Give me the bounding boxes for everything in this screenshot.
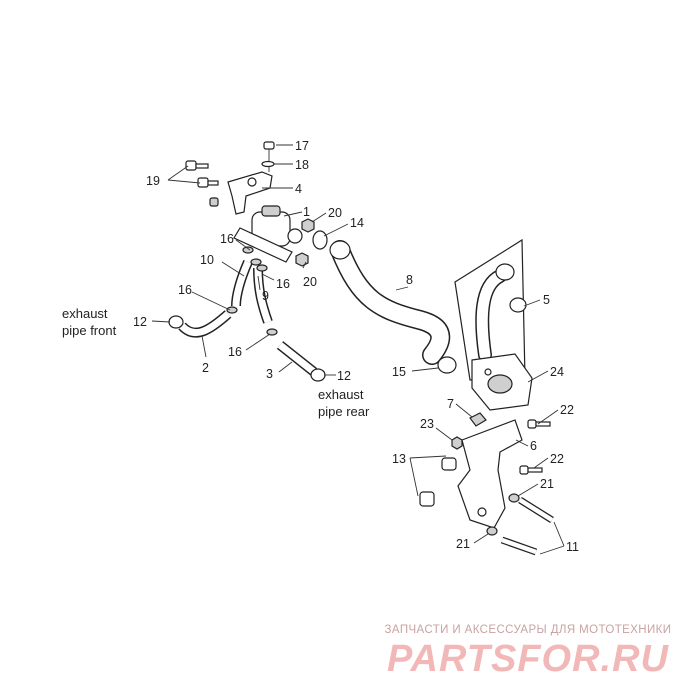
callout-19: 19 [146,174,160,188]
callout-1: 1 [303,205,310,219]
cap-12-rear [310,368,326,382]
long-bolts-11 [500,497,554,556]
callout-16-d: 16 [228,345,242,359]
callout-20-lower: 20 [303,275,317,289]
callout-13: 13 [392,452,406,466]
air-hose-8 [329,240,451,365]
callout-14: 14 [350,216,364,230]
air-valve-body [233,205,303,263]
clamp-14 [312,230,328,250]
screws-19 [185,160,219,207]
callout-2: 2 [202,361,209,375]
leader-lines [151,144,565,555]
callout-21-lower: 21 [456,537,470,551]
callout-21-upper: 21 [540,477,554,491]
watermark-logo: PARTSFOR.RU [387,638,669,680]
site-watermark: ЗАПЧАСТИ И АКСЕССУАРЫ ДЛЯ МОТОТЕХНИКИ PA… [378,624,678,678]
callout-16-a: 16 [220,232,234,246]
callout-5: 5 [543,293,550,307]
nuts-20 [295,218,315,267]
callout-17: 17 [295,139,309,153]
washer-21-upper [508,493,520,503]
clamp-15 [437,356,457,374]
callout-20-upper: 20 [328,206,342,220]
note-rear-line1: exhaust [318,387,364,402]
callout-24: 24 [550,365,564,379]
note-rear-line2: pipe rear [318,404,370,419]
washer-21-lower [486,526,498,536]
callout-3: 3 [266,367,273,381]
callout-7: 7 [447,397,454,411]
pipe-10 [231,259,253,307]
clamps-16 [226,246,278,336]
callout-15: 15 [392,365,406,379]
callout-10: 10 [200,253,214,267]
note-front-line1: exhaust [62,306,108,321]
pipe-9 [253,267,273,324]
watermark-tagline: ЗАПЧАСТИ И АКСЕССУАРЫ ДЛЯ МОТОТЕХНИКИ [384,624,672,636]
filter-box-5 [454,238,527,381]
cap-12-front [168,315,184,329]
bolts-22 [519,419,551,475]
nut-23 [451,436,463,450]
clip-7 [469,412,487,427]
screw-17 [263,141,275,172]
callout-11: 11 [566,540,579,554]
mounting-bracket-6 [457,419,523,529]
callout-6: 6 [530,439,537,453]
callout-12-front: 12 [133,315,147,329]
callout-23: 23 [420,417,434,431]
bushes-13 [419,457,457,507]
valve-bracket [227,171,273,215]
filter-housing-24 [471,353,533,411]
note-front-line2: pipe front [62,323,117,338]
callout-4: 4 [295,182,302,196]
hose-3-rear [276,341,318,376]
callout-12-rear: 12 [337,369,351,383]
callout-18: 18 [295,158,309,172]
callout-9: 9 [262,289,269,303]
callout-16-b: 16 [276,277,290,291]
callout-16-c: 16 [178,283,192,297]
callout-22-lower: 22 [550,452,564,466]
callout-22-upper: 22 [560,403,574,417]
hose-2-front [178,310,232,338]
callout-8: 8 [406,273,413,287]
o-ring-18 [261,160,275,168]
